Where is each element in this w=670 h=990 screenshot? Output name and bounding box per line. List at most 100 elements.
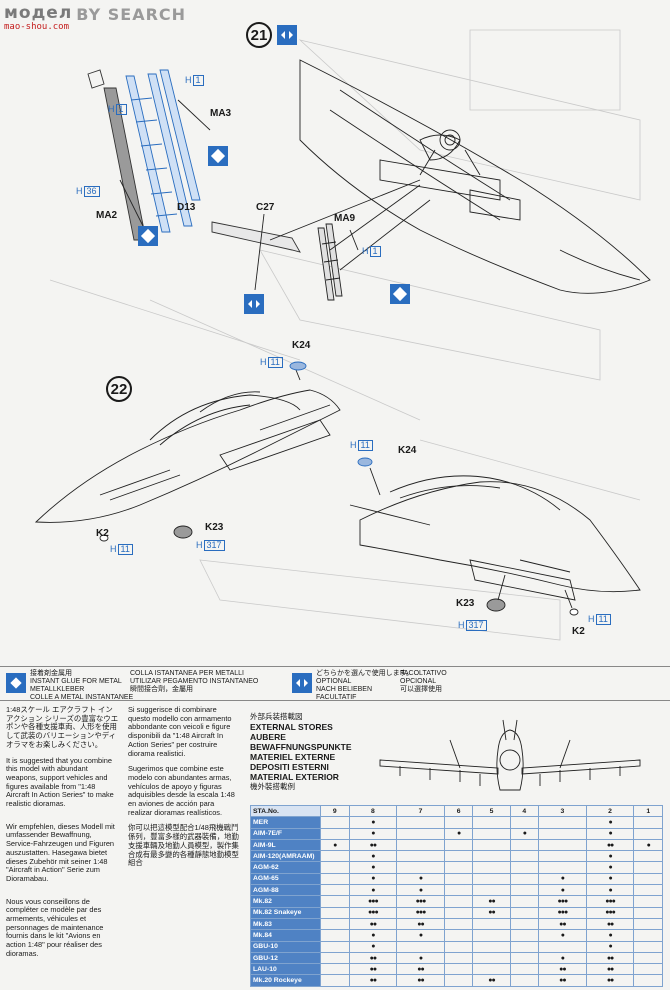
store-cell: ● — [396, 884, 445, 897]
glue-icon-glyph — [10, 677, 22, 689]
store-cell: ●●● — [348, 906, 398, 919]
store-name: AGM-62 — [250, 861, 321, 874]
store-name: AGM-88 — [250, 884, 321, 897]
store-cell: ● — [396, 872, 445, 886]
store-cell — [633, 917, 663, 931]
station-header: 3 — [538, 804, 587, 818]
assembly-svg — [34, 29, 651, 641]
part-label-k24-a: K24 — [292, 340, 311, 351]
color-code: 11 — [267, 357, 283, 368]
watermark-logo-text: модел — [4, 3, 73, 23]
part-label-d13: D13 — [177, 202, 196, 213]
store-cell: ● — [585, 940, 635, 953]
store-cell: ● — [585, 861, 635, 874]
text-column-1: 1:48スケール エアクラフト インアクション シリーズの豊富なウエポンや各種支… — [6, 705, 120, 966]
table-row: Mk.20 Rockeye●●●●●●●●●● — [250, 974, 663, 987]
store-cell — [443, 929, 474, 942]
text-column-2: Si suggerisce di combinare questo modell… — [128, 705, 240, 875]
legend-line: OPTIONAL — [316, 678, 352, 685]
aircraft-lower-left — [34, 389, 341, 523]
part-label-k24-b: K24 — [398, 445, 417, 456]
store-cell — [509, 838, 540, 852]
paragraph-es: Sugerimos que combine este modelo con ab… — [128, 764, 235, 817]
station-header: 5 — [472, 804, 511, 818]
store-cell — [443, 861, 474, 874]
store-cell — [472, 929, 511, 942]
store-cell: ● — [348, 872, 398, 886]
store-cell: ●●● — [585, 906, 635, 919]
store-name: Mk.82 Snakeye — [250, 906, 321, 919]
store-cell: ●●● — [585, 895, 635, 908]
store-cell: ●● — [585, 838, 635, 852]
store-cell — [633, 895, 663, 908]
store-cell: ● — [538, 884, 587, 897]
optional-icon — [277, 25, 297, 45]
store-cell — [633, 827, 663, 840]
stores-title-line: AUBERE — [250, 732, 286, 742]
store-cell: ●● — [538, 974, 587, 987]
store-cell — [472, 816, 511, 829]
store-name: GBU-12 — [250, 951, 321, 965]
store-name: Mk.83 — [250, 917, 321, 931]
store-cell — [633, 872, 663, 886]
store-cell — [396, 861, 445, 874]
store-name: Mk.82 — [250, 895, 321, 908]
optional-icon — [244, 294, 264, 314]
station-label: STA.No. — [250, 804, 321, 818]
station-header: 6 — [443, 804, 474, 818]
table-row: AGM-65●●●● — [250, 872, 663, 886]
optional-icon-glyph — [248, 300, 260, 308]
store-cell: ●● — [396, 974, 445, 987]
store-cell — [472, 872, 511, 886]
store-cell: ● — [348, 929, 398, 942]
k23-part-b — [486, 598, 506, 612]
legend-glue-text-2: COLLA ISTANTANEA PER METALLI UTILIZAR PE… — [130, 670, 258, 694]
paragraph-fr: Nous vous conseillons de compléter ce mo… — [6, 896, 104, 958]
color-prefix: H — [588, 614, 595, 624]
store-cell — [443, 963, 474, 976]
store-cell — [509, 906, 540, 919]
k2-part-b — [569, 608, 579, 616]
store-cell: ● — [396, 929, 445, 942]
station-header: 4 — [509, 804, 540, 818]
color-prefix: H — [458, 620, 465, 630]
store-cell — [320, 974, 350, 987]
store-cell: ● — [585, 884, 635, 897]
color-code: 11 — [595, 614, 611, 625]
color-code: 317 — [465, 620, 487, 631]
store-cell: ●●● — [396, 906, 445, 919]
k2-part-a — [99, 534, 109, 542]
legend-line: INSTANT GLUE FOR METAL — [30, 678, 122, 685]
part-label-ma9: MA9 — [334, 213, 356, 224]
store-cell — [509, 850, 540, 863]
optional-icon-glyph — [281, 31, 293, 39]
table-row: Mk.82 Snakeye●●●●●●●●●●●●●● — [250, 906, 663, 919]
store-name: LAU-10 — [250, 963, 321, 976]
store-cell — [320, 929, 350, 942]
lower-section — [0, 700, 670, 990]
paragraph-en: It is suggested that you combine this mo… — [6, 755, 114, 809]
k23-part-a — [173, 525, 193, 539]
store-cell — [633, 906, 663, 919]
watermark: модел mao-shou.com BY SEARCH — [4, 3, 186, 32]
store-name: Mk.20 Rockeye — [250, 974, 321, 987]
store-cell — [509, 884, 540, 897]
store-cell: ●●● — [538, 895, 587, 908]
store-cell: ●● — [396, 963, 445, 976]
store-cell — [396, 838, 445, 852]
stores-title-line: MATERIAL EXTERIOR — [250, 772, 339, 782]
store-cell: ●●● — [538, 906, 587, 919]
legend-line: どちらかを選んで使用します。 — [316, 670, 413, 677]
store-cell: ● — [396, 951, 445, 965]
legend-line: 可以選擇使用 — [400, 686, 442, 693]
store-name: AIM-120(AMRAAM) — [250, 850, 321, 863]
optional-icon-glyph — [296, 679, 308, 687]
glue-icon — [6, 673, 26, 693]
stores-title-line: DEPOSITI ESTERNI — [250, 762, 329, 772]
store-cell: ● — [348, 861, 398, 874]
store-cell — [443, 884, 474, 897]
store-cell — [633, 974, 663, 987]
store-cell — [396, 827, 445, 840]
store-cell — [396, 816, 445, 829]
